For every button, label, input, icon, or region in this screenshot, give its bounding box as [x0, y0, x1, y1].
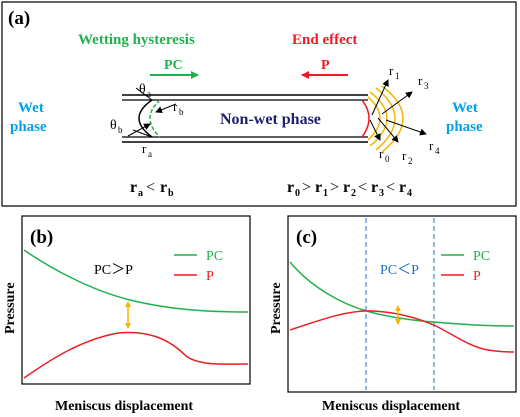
- svg-text:4: 4: [407, 188, 412, 199]
- panel-c-relation: PC＜P: [380, 263, 419, 278]
- svg-text:θ: θ: [110, 118, 117, 133]
- svg-text:a: a: [147, 89, 151, 99]
- svg-text:r: r: [371, 179, 378, 196]
- svg-text:r: r: [130, 179, 137, 196]
- panel-c-xlabel: Meniscus displacement: [322, 399, 460, 414]
- panel-b-legend-p: P: [206, 269, 214, 284]
- panel-b-relation: PC＞P: [94, 263, 133, 278]
- non-wet-phase-label: Non-wet phase: [220, 111, 321, 128]
- svg-text:a: a: [138, 188, 143, 199]
- svg-text:r: r: [142, 141, 147, 156]
- end-effect-label: End effect: [292, 32, 357, 48]
- svg-text:1: 1: [395, 71, 400, 81]
- panel-c-legend-pc: PC: [473, 249, 490, 264]
- relation-ra-rb: r a < r b: [130, 179, 174, 199]
- pc-arrow-label: PC: [164, 58, 183, 73]
- panel-a-frame: [1, 1, 517, 207]
- panel-b-ylabel: Pressure: [3, 282, 18, 334]
- panel-a-label: (a): [8, 8, 30, 29]
- panel-c-pc-curve: [289, 261, 515, 327]
- svg-text:0: 0: [385, 154, 390, 164]
- r3-label: r 3: [418, 73, 429, 91]
- r-a-label: r a: [142, 141, 152, 159]
- svg-text:>: >: [302, 179, 311, 196]
- wet-phase-right-line1: Wet: [452, 100, 478, 116]
- svg-text:r: r: [429, 138, 434, 153]
- svg-text:4: 4: [435, 146, 440, 156]
- r1-label: r 1: [389, 63, 400, 81]
- svg-text:r: r: [287, 179, 294, 196]
- wet-phase-left-line2: phase: [10, 119, 47, 135]
- right-meniscus: [361, 79, 427, 153]
- svg-text:2: 2: [408, 156, 413, 166]
- svg-text:a: a: [148, 149, 152, 159]
- panel-b-xlabel: Meniscus displacement: [55, 399, 193, 414]
- panel-c-frame: [287, 215, 517, 393]
- svg-text:<: <: [146, 179, 155, 196]
- capillary-tube: [122, 94, 368, 143]
- svg-text:θ: θ: [139, 82, 146, 97]
- wetting-hysteresis-label: Wetting hysteresis: [78, 32, 195, 48]
- relation-r0-to-r4: r 0 > r 1 > r 2 < r 3 < r 4: [287, 179, 412, 199]
- svg-text:r: r: [343, 179, 350, 196]
- svg-text:r: r: [402, 148, 407, 163]
- svg-text:r: r: [173, 99, 178, 114]
- panel-b-pc-curve: [23, 249, 249, 313]
- svg-text:>: >: [330, 179, 339, 196]
- svg-text:b: b: [179, 107, 184, 117]
- theta-b-label: θ b: [110, 118, 123, 135]
- panel-b-frame: [21, 215, 251, 385]
- r4-label: r 4: [429, 138, 440, 156]
- panel-c-ylabel: Pressure: [269, 282, 284, 334]
- svg-text:b: b: [168, 188, 174, 199]
- panel-c-legend-p: P: [473, 269, 481, 284]
- svg-text:r: r: [315, 179, 322, 196]
- panel-b-p-curve: [23, 331, 249, 379]
- svg-text:3: 3: [424, 81, 429, 91]
- p-arrow-label: P: [321, 58, 330, 73]
- svg-text:3: 3: [379, 188, 384, 199]
- r0-label: r 0: [379, 146, 390, 164]
- svg-text:r: r: [389, 63, 394, 78]
- svg-text:r: r: [160, 179, 167, 196]
- left-meniscus: [127, 87, 177, 138]
- svg-text:r: r: [379, 146, 384, 161]
- svg-text:2: 2: [351, 188, 356, 199]
- svg-text:<: <: [386, 179, 395, 196]
- svg-text:1: 1: [323, 188, 328, 199]
- r2-label: r 2: [402, 148, 413, 166]
- panel-b-label: (b): [30, 227, 53, 248]
- panel-b-legend-pc: PC: [206, 249, 223, 264]
- svg-text:r: r: [399, 179, 406, 196]
- wet-phase-left-line1: Wet: [18, 100, 44, 116]
- svg-text:r: r: [418, 73, 423, 88]
- wet-phase-right-line2: phase: [446, 119, 483, 135]
- theta-a-label: θ a: [139, 82, 151, 99]
- panel-c-p-curve: [289, 310, 515, 353]
- svg-text:<: <: [358, 179, 367, 196]
- svg-text:b: b: [118, 125, 123, 135]
- r-b-label: r b: [173, 99, 184, 117]
- panel-c-label: (c): [296, 227, 317, 248]
- svg-text:0: 0: [295, 188, 300, 199]
